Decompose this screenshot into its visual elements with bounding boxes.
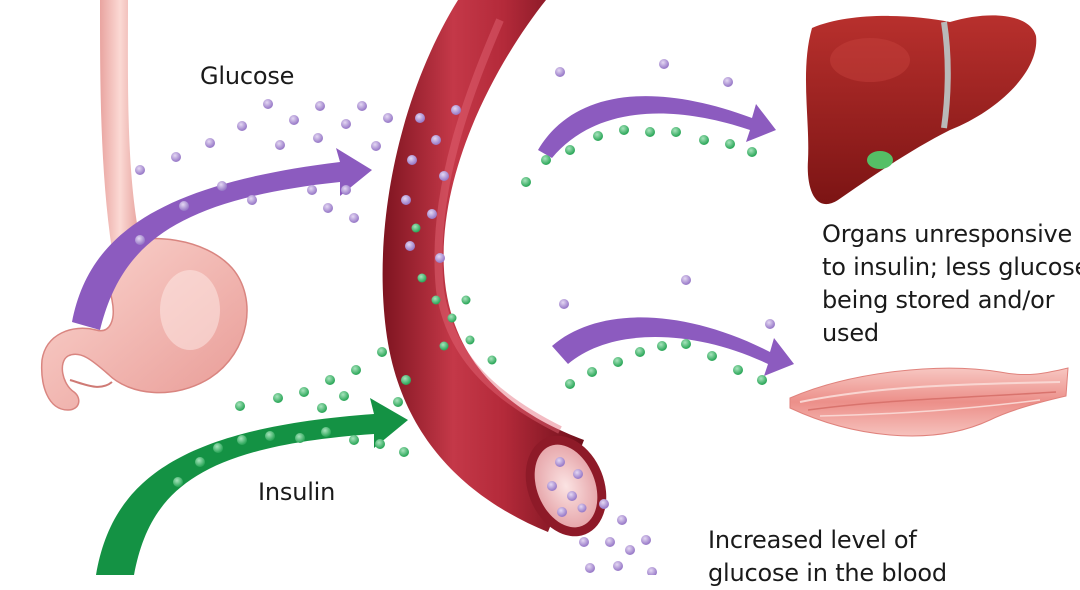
blood-label-line-1: Increased level of [708, 526, 917, 554]
blood-glucose-label: Increased level of glucose in the blood [708, 524, 947, 590]
glucose-arrow-to-muscle-icon [552, 317, 794, 376]
insulin-label: Insulin [258, 478, 336, 506]
glucose-arrow-icon [72, 148, 372, 330]
muscle-icon [789, 367, 1069, 437]
blood-vessel-icon [382, 0, 607, 537]
organs-label-line-3: being stored and/or [822, 286, 1055, 314]
organs-label-line-1: Organs unresponsive [822, 220, 1073, 248]
organs-label-line-4: used [822, 319, 879, 347]
glucose-label: Glucose [200, 62, 295, 90]
insulin-particles [173, 125, 767, 487]
liver-icon [805, 15, 1037, 205]
organs-label-line-2: to insulin; less glucose [822, 253, 1080, 281]
insulin-arrow-icon [96, 398, 408, 575]
stomach-icon [40, 0, 248, 411]
organs-unresponsive-label: Organs unresponsive to insulin; less glu… [822, 218, 1080, 350]
glucose-particles [135, 59, 775, 575]
blood-label-line-2: glucose in the blood [708, 559, 947, 587]
vessel-lumen-particles [547, 457, 587, 517]
glucose-arrow-to-liver-icon [538, 96, 776, 158]
glucose-insulin-diagram [40, 0, 1069, 575]
